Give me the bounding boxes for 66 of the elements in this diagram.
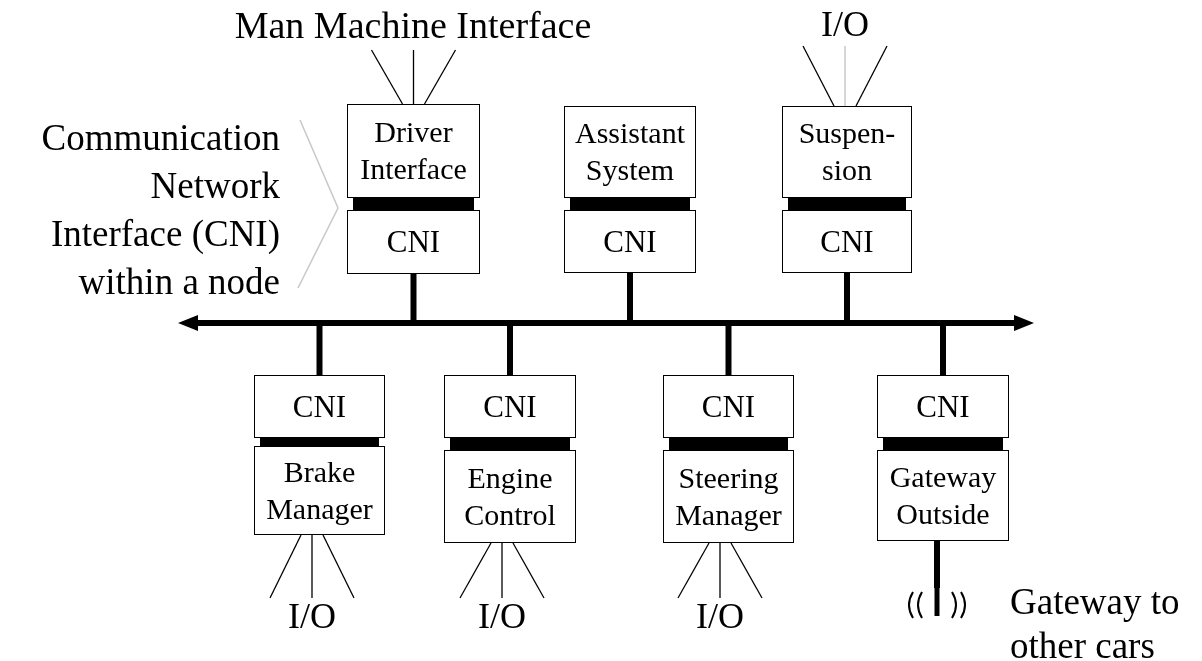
connector-line xyxy=(844,45,846,107)
connector-line xyxy=(269,534,302,599)
connector-line xyxy=(507,326,513,375)
connector-line xyxy=(370,49,404,105)
connector-line xyxy=(410,274,417,320)
connector-line xyxy=(725,326,732,375)
component-box xyxy=(347,104,480,198)
connector-line xyxy=(940,326,946,375)
callout-text: Communication Network Interface (CNI) within a node xyxy=(40,116,280,304)
box-label: CNI xyxy=(820,222,874,261)
connector-line xyxy=(412,49,415,105)
signal-label: I/O xyxy=(810,6,880,44)
connector-line xyxy=(788,198,906,210)
box-label: CNI xyxy=(701,387,756,426)
signal-label: I/O xyxy=(467,598,537,636)
box-label: Assistant System xyxy=(574,115,686,188)
box-label: Driver Interface xyxy=(359,114,468,187)
box-label: Engine Control xyxy=(463,459,557,533)
connector-line xyxy=(802,45,835,107)
network-bus-arrow xyxy=(178,315,1034,331)
interface-box xyxy=(663,375,794,438)
box-label: CNI xyxy=(292,387,347,426)
connector-line xyxy=(316,326,323,375)
connector-line xyxy=(719,542,721,599)
connector-line xyxy=(883,438,1003,450)
signal-label: I/O xyxy=(685,598,755,636)
connector-line xyxy=(260,438,379,446)
interface-box xyxy=(877,375,1009,438)
connector-line xyxy=(322,534,355,599)
interface-box xyxy=(444,375,576,438)
component-box xyxy=(564,106,696,198)
interface-box xyxy=(254,375,385,438)
box-label: CNI xyxy=(483,387,537,426)
box-label: CNI xyxy=(916,387,970,426)
connector-line xyxy=(677,542,710,599)
connector-line xyxy=(423,49,457,105)
box-label: CNI xyxy=(603,222,657,261)
box-label: Steering Manager xyxy=(674,459,783,533)
signal-label: I/O xyxy=(277,598,347,636)
interface-box xyxy=(347,210,480,274)
connector-line xyxy=(311,534,313,599)
box-label: Suspen- sion xyxy=(797,115,897,188)
box-label: Gateway Outside xyxy=(888,458,998,532)
connector-line xyxy=(512,542,545,599)
connector-line xyxy=(669,438,788,450)
box-label: CNI xyxy=(386,223,441,261)
component-box xyxy=(877,450,1009,541)
interface-box xyxy=(782,210,912,273)
component-box xyxy=(254,446,385,535)
signal-label: Man Machine Interface xyxy=(222,6,604,46)
connector-line xyxy=(730,542,763,599)
box-label: Brake Manager xyxy=(265,453,374,527)
component-box xyxy=(782,106,912,198)
connector-line xyxy=(570,198,690,210)
component-box xyxy=(663,450,794,543)
interface-box xyxy=(564,210,696,273)
connector-line xyxy=(627,273,633,320)
connector-line xyxy=(353,198,474,210)
connector-line xyxy=(450,438,570,450)
caption-text: Gateway to other cars xyxy=(1010,580,1181,661)
connector-line xyxy=(934,541,940,588)
connector-line xyxy=(844,273,850,320)
connector-line xyxy=(855,45,888,107)
component-box xyxy=(444,450,576,543)
connector-line xyxy=(501,542,503,599)
connector-line xyxy=(459,542,492,599)
